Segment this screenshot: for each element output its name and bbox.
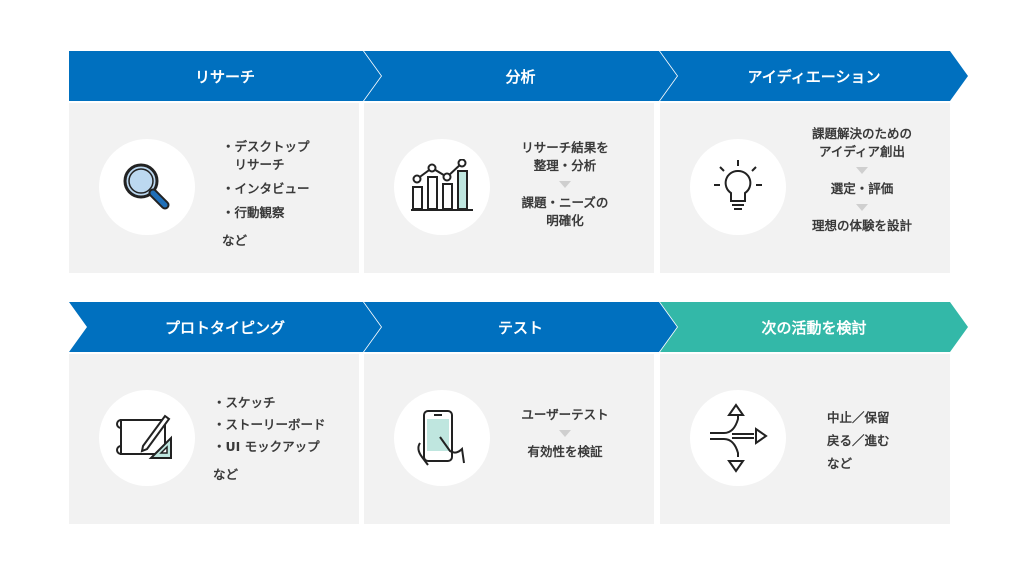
list-item: ・行動観察 — [222, 205, 285, 220]
list-footer: など — [222, 233, 248, 248]
step-flow: リサーチ結果を 整理・分析 課題・ニーズの 明確化 — [495, 139, 635, 230]
step-list: ・デスクトップ リサーチ ・インタビュー ・行動観察 など — [222, 138, 310, 250]
step-header-ideation: アイディエーション — [660, 51, 968, 101]
magnifier-icon — [123, 163, 170, 210]
branching-arrows-icon — [710, 403, 768, 473]
down-triangle-icon — [856, 204, 868, 211]
flow-text: リサーチ結果を — [521, 140, 609, 155]
step-flow: 課題解決のための アイディア創出 選定・評価 理想の体験を設計 — [787, 125, 937, 235]
flow-text: アイディア創出 — [818, 144, 905, 159]
step-title: テスト — [497, 318, 543, 337]
lightbulb-icon — [714, 160, 762, 210]
step-header-next: 次の活動を検討 — [660, 302, 968, 352]
list-item: ・スケッチ — [213, 395, 276, 410]
flow-text: 課題解決のための — [811, 126, 912, 141]
list-item: 戻る／進む — [827, 433, 890, 448]
icon-circle — [690, 390, 786, 486]
flow-text: 整理・分析 — [533, 158, 597, 173]
step-header-prototyping: プロトタイピング — [69, 302, 381, 352]
down-triangle-icon — [559, 430, 571, 437]
step-header-analysis: 分析 — [364, 51, 677, 101]
step-header-test: テスト — [364, 302, 677, 352]
flow-text: 理想の体験を設計 — [811, 218, 912, 233]
flow-text: 選定・評価 — [830, 181, 894, 196]
bar-chart-icon — [411, 159, 473, 211]
list-item: ・デスクトップ — [222, 139, 310, 154]
blueprint-icon — [116, 414, 172, 459]
icon-circle — [99, 139, 195, 235]
flow-text: ユーザーテスト — [521, 407, 609, 422]
step-flow: ユーザーテスト 有効性を検証 — [495, 406, 635, 461]
smartphone-hand-icon — [417, 410, 465, 466]
list-item: ・インタビュー — [222, 181, 310, 196]
list-footer: など — [213, 467, 239, 482]
list-item: 中止／保留 — [827, 410, 890, 425]
card-next-action: 中止／保留 戻る／進む など — [660, 354, 950, 524]
list-item: リサーチ — [222, 157, 285, 172]
step-header-research: リサーチ — [69, 51, 381, 101]
flow-text: 明確化 — [546, 213, 584, 228]
down-triangle-icon — [856, 167, 868, 174]
card-research: ・デスクトップ リサーチ ・インタビュー ・行動観察 など — [69, 103, 359, 273]
icon-circle — [99, 390, 195, 486]
icon-circle — [394, 139, 490, 235]
step-title: 分析 — [505, 67, 536, 86]
card-prototyping: ・スケッチ ・ストーリーボード ・UI モックアップ など — [69, 354, 359, 524]
down-triangle-icon — [559, 181, 571, 188]
card-test: ユーザーテスト 有効性を検証 — [364, 354, 654, 524]
list-item: など — [827, 456, 853, 471]
step-list: 中止／保留 戻る／進む など — [827, 406, 890, 475]
step-title: アイディエーション — [747, 67, 881, 86]
list-item: ・ストーリーボード — [213, 417, 326, 432]
step-title: プロトタイピング — [164, 318, 285, 337]
step-title: リサーチ — [194, 67, 255, 86]
step-title: 次の活動を検討 — [761, 318, 867, 337]
card-ideation: 課題解決のための アイディア創出 選定・評価 理想の体験を設計 — [660, 103, 950, 273]
card-analysis: リサーチ結果を 整理・分析 課題・ニーズの 明確化 — [364, 103, 654, 273]
flow-text: 有効性を検証 — [527, 444, 603, 459]
icon-circle — [394, 390, 490, 486]
flow-text: 課題・ニーズの — [521, 195, 609, 210]
list-item: ・UI モックアップ — [213, 439, 320, 454]
step-list: ・スケッチ ・ストーリーボード ・UI モックアップ など — [213, 394, 326, 484]
icon-circle — [690, 139, 786, 235]
